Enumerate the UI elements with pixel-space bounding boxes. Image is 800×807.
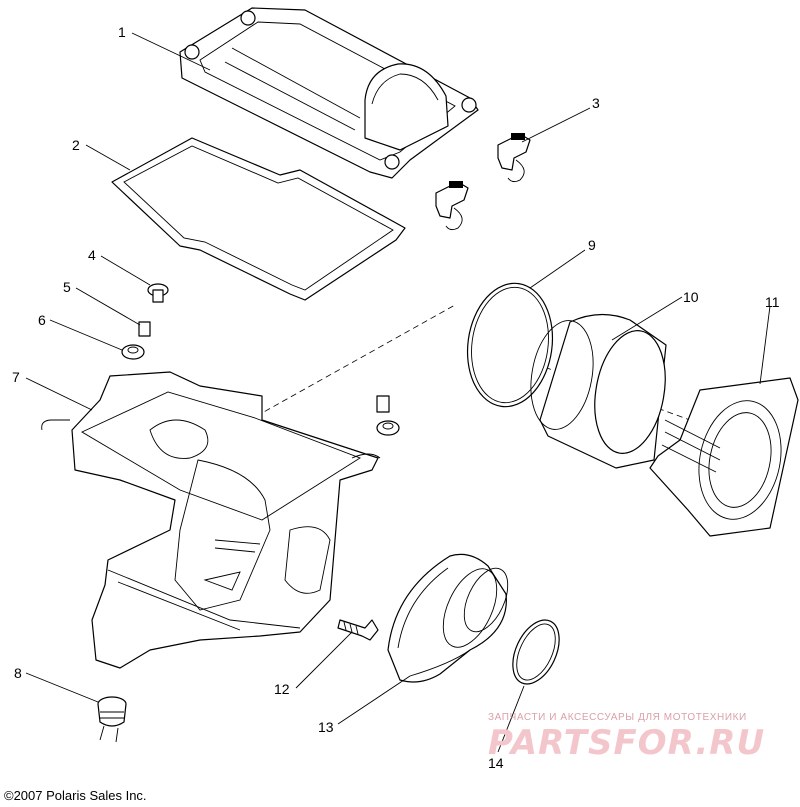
callout-14: 14	[488, 755, 504, 771]
copyright-notice: ©2007 Polaris Sales Inc.	[4, 788, 147, 803]
screw-sleeve-grommet	[121, 283, 400, 436]
leader-lines	[25, 32, 771, 753]
hose-clamp	[512, 619, 560, 685]
callout-9: 9	[588, 237, 596, 253]
callout-3: 3	[592, 95, 600, 111]
filter-cage	[649, 377, 799, 537]
callout-7: 7	[12, 369, 20, 385]
callout-10: 10	[683, 289, 699, 305]
intake-boot	[387, 553, 509, 683]
watermark-logo: PARTSFOR.RU	[488, 723, 766, 763]
clamp-screw	[337, 619, 379, 641]
gasket	[111, 137, 406, 301]
callout-13: 13	[318, 719, 334, 735]
callout-12: 12	[274, 681, 290, 697]
clamp-clips	[435, 133, 531, 231]
air-filter	[530, 313, 667, 469]
watermark: ЗАПЧАСТИ И АКСЕССУАРЫ ДЛЯ МОТОТЕХНИКИ PA…	[488, 712, 796, 763]
airbox-housing	[41, 371, 381, 669]
callout-11: 11	[765, 294, 780, 310]
callout-6: 6	[38, 312, 46, 328]
filter-ring	[466, 282, 554, 408]
callout-4: 4	[88, 247, 96, 263]
airbox-cover	[179, 7, 479, 179]
callout-1: 1	[118, 24, 126, 40]
centerline-left	[159, 304, 456, 471]
watermark-tagline: ЗАПЧАСТИ И АКСЕССУАРЫ ДЛЯ МОТОТЕХНИКИ	[488, 712, 747, 723]
callout-5: 5	[63, 279, 71, 295]
callout-8: 8	[14, 665, 22, 681]
callout-labels: 1 2 3 4 5 6 7 8 9 10 11 12 13 14	[12, 24, 780, 771]
drain-valve	[97, 696, 127, 743]
callout-2: 2	[72, 137, 80, 153]
